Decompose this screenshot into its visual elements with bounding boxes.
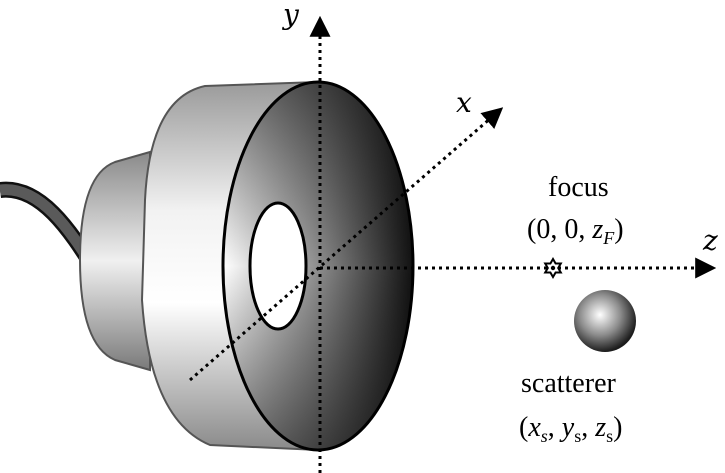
scat-x-sub: s: [541, 426, 548, 446]
scat-open: (: [519, 412, 528, 443]
y-axis-label: y: [281, 0, 300, 31]
scat-close: ): [613, 412, 622, 443]
focus-coord-prefix: (0, 0,: [527, 214, 592, 245]
x-axis: [189, 107, 504, 382]
scatterer-label: scatterer: [521, 368, 616, 399]
scat-z-var: z: [594, 412, 606, 443]
scat-y-var: y: [559, 412, 575, 443]
focus-coord-suffix: ): [614, 214, 623, 245]
focus-coordinates: (0, 0, zF): [527, 214, 624, 248]
scat-y-sub: s: [574, 426, 581, 446]
scat-comma-1: ,: [548, 412, 562, 443]
scat-x-var: x: [527, 412, 541, 443]
z-axis-label: z: [702, 224, 718, 257]
coordinate-axes: [189, 15, 717, 473]
focus-coord-sub: F: [602, 228, 615, 248]
shaded-sphere-icon: [574, 290, 636, 352]
star-marker-icon: [543, 257, 563, 279]
scat-z-sub: s: [606, 426, 613, 446]
focus-coord-var: z: [591, 214, 603, 245]
transducer-face: [221, 80, 415, 452]
x-axis-label: x: [456, 86, 472, 119]
scat-comma-2: ,: [581, 412, 595, 443]
scatterer-coordinates: (xs, ys, zs): [519, 412, 622, 446]
rear-housing: [78, 150, 151, 372]
face-aperture: [248, 201, 308, 331]
focus-label: focus: [548, 172, 609, 203]
